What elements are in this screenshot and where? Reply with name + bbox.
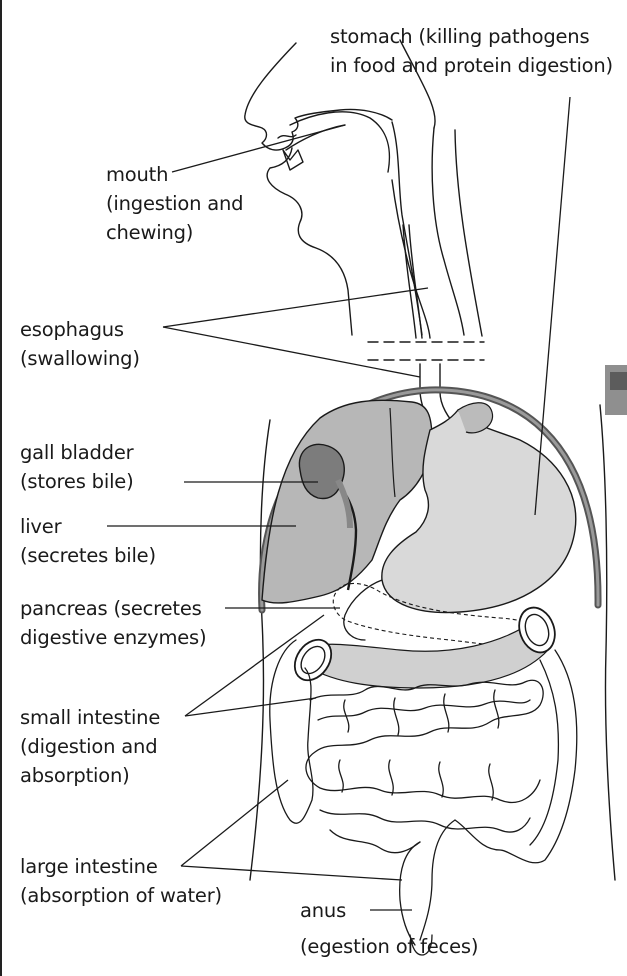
label-small-intestine-line2: (digestion and (20, 732, 160, 761)
small-intestine-loops-4 (330, 830, 420, 853)
body-outline-right (600, 405, 615, 880)
spine-line (455, 130, 482, 336)
label-large-intestine: large intestine (absorption of water) (20, 852, 222, 910)
photo-fragment-detail (610, 372, 627, 390)
label-small-intestine: small intestine (digestion and absorptio… (20, 703, 160, 790)
label-pancreas: pancreas (secretes digestive enzymes) (20, 594, 206, 652)
label-esophagus-line2: (swallowing) (20, 344, 140, 373)
label-esophagus: esophagus (swallowing) (20, 315, 140, 373)
rectum-right (420, 820, 455, 940)
lower-face (267, 148, 352, 335)
label-small-intestine-line1: small intestine (20, 703, 160, 732)
label-stomach-line2: in food and protein digestion) (330, 51, 613, 80)
label-stomach: stomach (killing pathogens in food and p… (330, 22, 613, 80)
label-small-intestine-line3: absorption) (20, 761, 160, 790)
trachea-line-2 (409, 225, 422, 338)
esophagus-neck (392, 180, 430, 338)
nasal-passage (290, 112, 389, 172)
label-anus-line2-wrap: (egestion of feces) (300, 932, 478, 961)
label-liver-line1: liver (20, 512, 156, 541)
label-mouth: mouth (ingestion and chewing) (106, 160, 243, 247)
esophagus-leader-1 (163, 288, 428, 327)
label-liver: liver (secretes bile) (20, 512, 156, 570)
rectum (400, 842, 420, 945)
body-outline-left (250, 420, 270, 880)
label-gall-bladder-line2: (stores bile) (20, 467, 134, 496)
label-stomach-line1: stomach (killing pathogens (330, 22, 613, 51)
label-gall-bladder-line1: gall bladder (20, 438, 134, 467)
label-large-intestine-line1: large intestine (20, 852, 222, 881)
teeth (283, 150, 303, 170)
descending-colon-inner (530, 660, 558, 845)
small-intestine-leader-2 (185, 698, 316, 716)
label-gall-bladder: gall bladder (stores bile) (20, 438, 134, 496)
tongue (286, 125, 345, 150)
small-intestine-loops-3 (320, 810, 530, 832)
small-intestine-loops (306, 680, 543, 802)
label-esophagus-line1: esophagus (20, 315, 140, 344)
label-large-intestine-line2: (absorption of water) (20, 881, 222, 910)
esophagus-leader-2 (163, 327, 420, 377)
label-mouth-line1: mouth (106, 160, 243, 189)
label-pancreas-line2: digestive enzymes) (20, 623, 206, 652)
neck-back (432, 128, 464, 335)
label-mouth-line3: chewing) (106, 218, 243, 247)
duodenum (344, 580, 382, 640)
transverse-colon (300, 620, 548, 688)
label-anus-line2: (egestion of feces) (300, 932, 478, 961)
label-liver-line2: (secretes bile) (20, 541, 156, 570)
label-anus-line1: anus (300, 896, 346, 925)
label-anus-line1-wrap: anus (300, 896, 346, 925)
label-mouth-line2: (ingestion and (106, 189, 243, 218)
label-pancreas-line1: pancreas (secretes (20, 594, 206, 623)
